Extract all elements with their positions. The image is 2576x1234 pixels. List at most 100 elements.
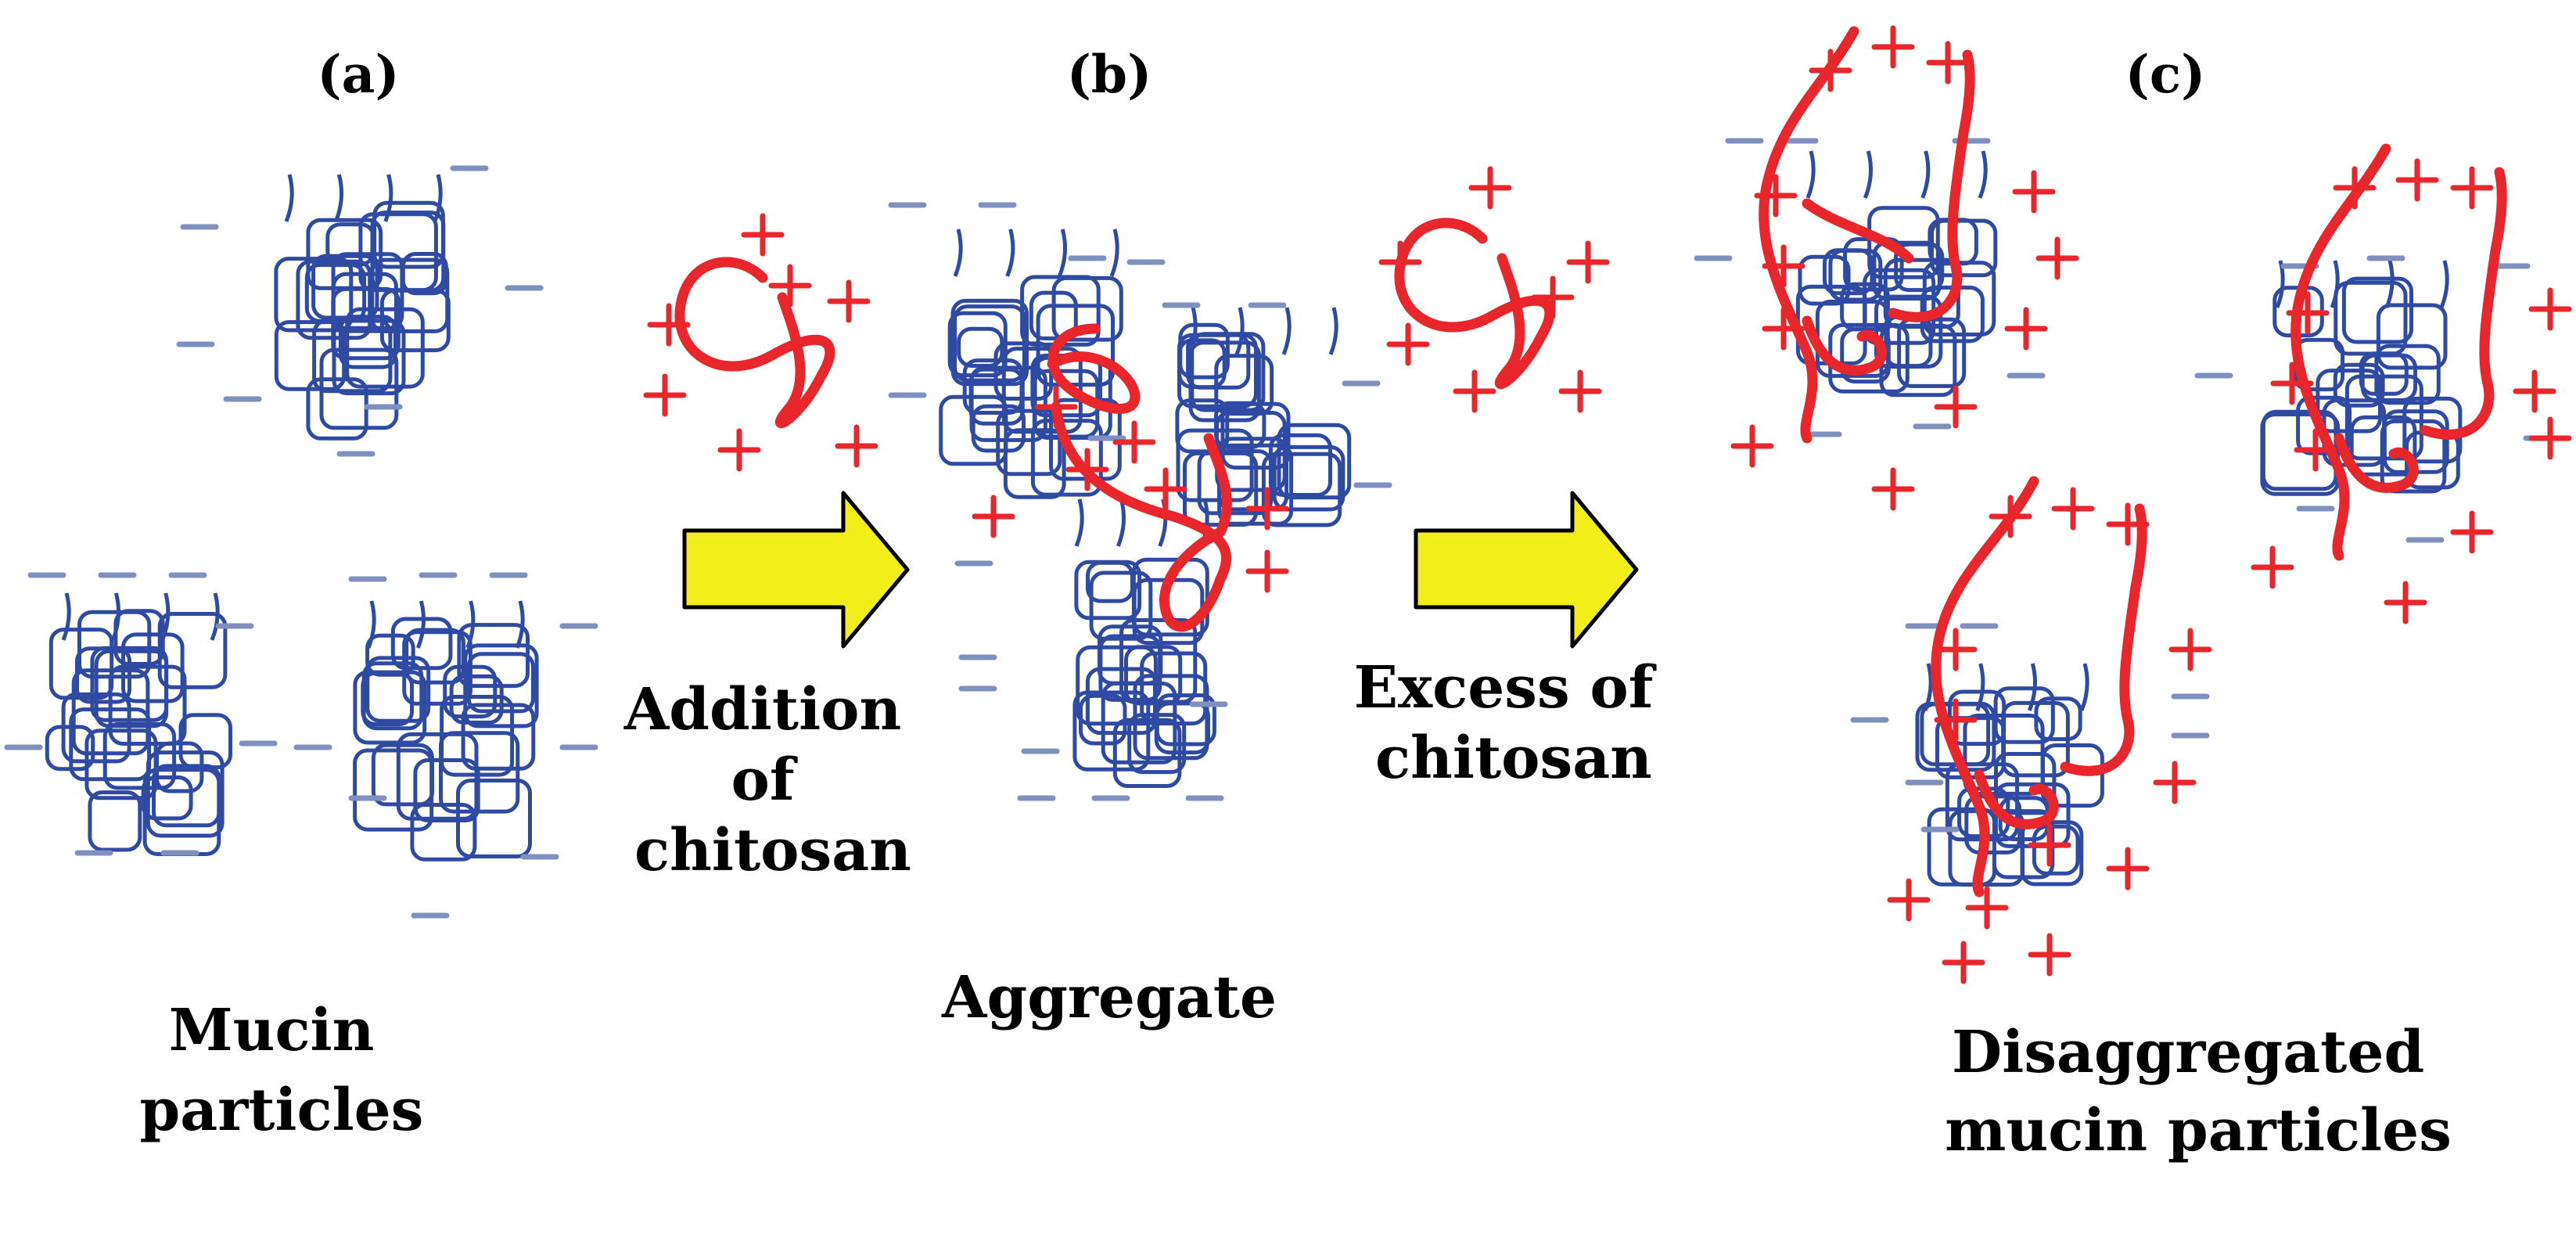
- caption-aggregate: Aggregate: [941, 964, 1277, 1031]
- positive-charge: [1965, 886, 2009, 930]
- mucin-loop: [466, 652, 535, 714]
- mucin-strand: [1978, 150, 1988, 199]
- positive-charge: [972, 495, 1015, 538]
- mucin-loop: [2001, 700, 2070, 778]
- mucin-loop: [1030, 419, 1103, 497]
- mucin-strand: [1328, 307, 1338, 355]
- mucin-strand: [1281, 307, 1292, 355]
- positive-charge: [835, 424, 878, 468]
- positive-charge: [2270, 362, 2314, 405]
- mucin-strand: [1923, 663, 1933, 711]
- positive-charge: [2012, 170, 2056, 214]
- positive-charge: [2450, 510, 2494, 554]
- positive-charge: [1934, 385, 1978, 429]
- caption-c-line-2: mucin particles: [1945, 1097, 2452, 1164]
- step-1-line-2: of: [731, 747, 798, 814]
- positive-charge: [1989, 495, 2032, 538]
- positive-charge: [2106, 847, 2150, 890]
- positive-charge: [2051, 487, 2095, 531]
- positive-charges-layer: [643, 25, 2572, 984]
- mucin-strand: [1805, 150, 1816, 199]
- positive-charge: [1468, 166, 1512, 210]
- step-1-line-3: chitosan: [634, 817, 911, 884]
- mucin-strand: [2384, 260, 2395, 308]
- mucin-loop: [2041, 743, 2104, 808]
- mucin-loop: [1840, 282, 1890, 332]
- mucin-loop: [1828, 248, 1883, 302]
- mucin-loop: [361, 661, 424, 731]
- positive-charge: [2106, 502, 2150, 546]
- mucin-loop: [2333, 280, 2408, 356]
- positive-charge: [1926, 41, 1970, 85]
- chitosan-chain: [674, 257, 835, 429]
- mucin-loop: [1930, 218, 1998, 278]
- mucin-loop: [2032, 824, 2080, 876]
- mucin-strand: [465, 600, 476, 649]
- mucin-loop: [353, 748, 434, 832]
- positive-charge: [1245, 549, 1289, 593]
- positive-charge: [2294, 428, 2337, 472]
- mucin-loop: [1948, 809, 2025, 887]
- positive-charge: [1378, 240, 1422, 284]
- step-2-line-2: chitosan: [1375, 725, 1652, 792]
- mucin-loop: [325, 222, 375, 267]
- mucin-loop: [108, 664, 187, 746]
- mucin-strand: [2330, 260, 2340, 308]
- positive-charge: [2450, 166, 2494, 210]
- mucin-loop: [953, 304, 1026, 383]
- step-2-line-1: Excess of: [1354, 654, 1657, 721]
- mucin-loop: [152, 764, 221, 828]
- mucin-loop: [1272, 444, 1345, 512]
- positive-charge: [1942, 941, 1985, 984]
- mucin-particle: [1072, 498, 1216, 789]
- mucin-loop: [146, 750, 225, 838]
- positive-charge: [1934, 698, 1978, 742]
- mucin-loop: [1085, 667, 1158, 736]
- mucin-strand: [953, 228, 963, 277]
- mucin-strand: [160, 592, 171, 641]
- positive-charge: [1887, 878, 1931, 922]
- chitosan-chain: [1759, 26, 1975, 444]
- positive-charge: [1871, 467, 1915, 511]
- step-2-label: Excess of chitosan: [1354, 654, 1674, 792]
- mucin-loop: [1872, 240, 1942, 301]
- mucin-strand: [433, 174, 443, 222]
- mucin-loop: [939, 394, 1008, 466]
- mucin-particle: [353, 600, 539, 862]
- mucin-loop: [439, 731, 520, 814]
- mucin-strand: [2079, 663, 2089, 711]
- chitosan-chains-layer: [674, 26, 2507, 898]
- mucin-loop: [461, 703, 536, 771]
- mucin-strand: [1005, 228, 1015, 277]
- mucin-loop: [957, 326, 1004, 368]
- mucin-loop: [331, 286, 401, 361]
- positive-charge: [2528, 287, 2572, 331]
- mucin-strand: [1116, 498, 1126, 547]
- positive-charge: [1112, 420, 1156, 464]
- positive-charge: [1871, 25, 1915, 69]
- step-1-label: Addition of chitosan: [623, 676, 922, 884]
- positive-charge: [2395, 158, 2439, 202]
- positive-charge: [2333, 166, 2377, 210]
- panel-label-c: (c): [2125, 44, 2206, 105]
- mucin-strand: [2439, 260, 2449, 308]
- positive-charge: [2168, 628, 2212, 671]
- chitosan-chain: [1394, 218, 1555, 390]
- positive-charge: [1566, 240, 1610, 284]
- positive-charge: [2028, 933, 2071, 977]
- positive-charge: [1762, 307, 1805, 351]
- mucin-strand: [210, 592, 220, 641]
- panel-label-b: (b): [1067, 44, 1152, 105]
- mucin-strand: [1187, 307, 1198, 355]
- positive-charge: [1453, 369, 1496, 413]
- negative-charges-layer: [4, 138, 2562, 919]
- positive-charge: [2528, 416, 2572, 460]
- mucin-loop: [1086, 560, 1134, 603]
- mucin-loop: [1176, 428, 1254, 502]
- mucin-loop: [1175, 398, 1230, 454]
- positive-charge: [2004, 307, 2048, 351]
- caption-mucin-particles: Mucin particles: [140, 997, 424, 1144]
- positive-charge: [1034, 385, 1078, 429]
- positive-charge: [1762, 244, 1805, 288]
- mucin-loop: [45, 725, 95, 772]
